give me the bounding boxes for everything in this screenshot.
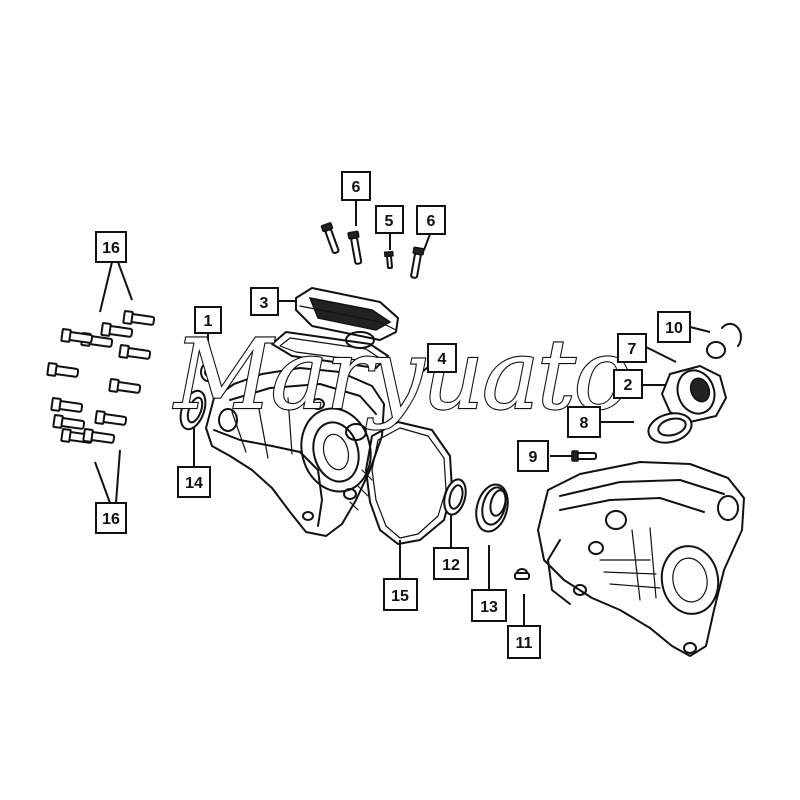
bolt [46,362,80,378]
bolt-6-right [410,246,425,279]
bolt [82,428,116,444]
gasket-15 [365,421,453,545]
callout-16-top: 16 [95,231,127,263]
svg-text:3: 3 [260,295,269,312]
snap-ring-10 [706,322,742,359]
callout-1: 1 [194,306,222,334]
svg-text:14: 14 [185,475,203,492]
screw-5 [383,250,394,270]
bolt-6-center [347,230,363,265]
svg-text:7: 7 [628,341,637,358]
svg-text:15: 15 [391,588,409,605]
bolt-6-left [320,222,340,255]
gasket-cover [271,331,389,369]
callout-6-left: 6 [341,171,371,201]
callout-13: 13 [471,589,507,622]
callout-5: 5 [375,205,404,234]
bearing-13 [475,483,509,533]
callout-9: 9 [517,440,549,472]
callout-2: 2 [613,369,643,399]
svg-text:16: 16 [102,511,120,528]
bolt [122,310,156,326]
svg-text:9: 9 [529,449,538,466]
seal-12 [443,478,467,516]
bolt [108,378,142,394]
bolt [118,344,152,360]
seal-8 [647,412,693,444]
svg-text:2: 2 [624,377,633,394]
callout-4: 4 [427,343,457,373]
dowel-pin-11 [514,568,530,580]
bolt [60,328,94,344]
callout-8: 8 [567,406,601,438]
bolt-group-16 [46,310,156,444]
callout-10: 10 [657,311,691,343]
svg-text:10: 10 [665,320,683,337]
svg-text:4: 4 [438,351,447,368]
svg-text:13: 13 [480,599,498,616]
svg-text:6: 6 [427,213,436,230]
transfer-case-rear-housing [537,461,745,657]
extension-housing-2 [661,365,727,423]
callout-11: 11 [507,625,541,659]
transfer-case-front-housing [205,367,385,537]
svg-text:8: 8 [580,415,589,432]
svg-text:16: 16 [102,240,120,257]
callout-7: 7 [617,333,647,363]
callout-14: 14 [177,466,211,498]
svg-text:11: 11 [516,635,533,652]
callout-12: 12 [433,547,469,580]
svg-text:12: 12 [442,557,460,574]
bolt [94,410,128,426]
callout-15: 15 [383,578,418,611]
callout-6-right: 6 [416,205,446,235]
callout-3: 3 [250,287,279,316]
bolt-9 [571,450,597,462]
bolt [50,397,84,413]
svg-text:6: 6 [352,179,361,196]
bolt [100,322,134,338]
seal-14 [179,389,207,431]
watermark-text: Maryuato [172,319,629,431]
bolt [52,414,86,430]
svg-text:5: 5 [385,213,394,230]
plug-1 [200,362,216,382]
svg-text:1: 1 [204,313,213,330]
callout-16-bottom: 16 [95,502,127,534]
